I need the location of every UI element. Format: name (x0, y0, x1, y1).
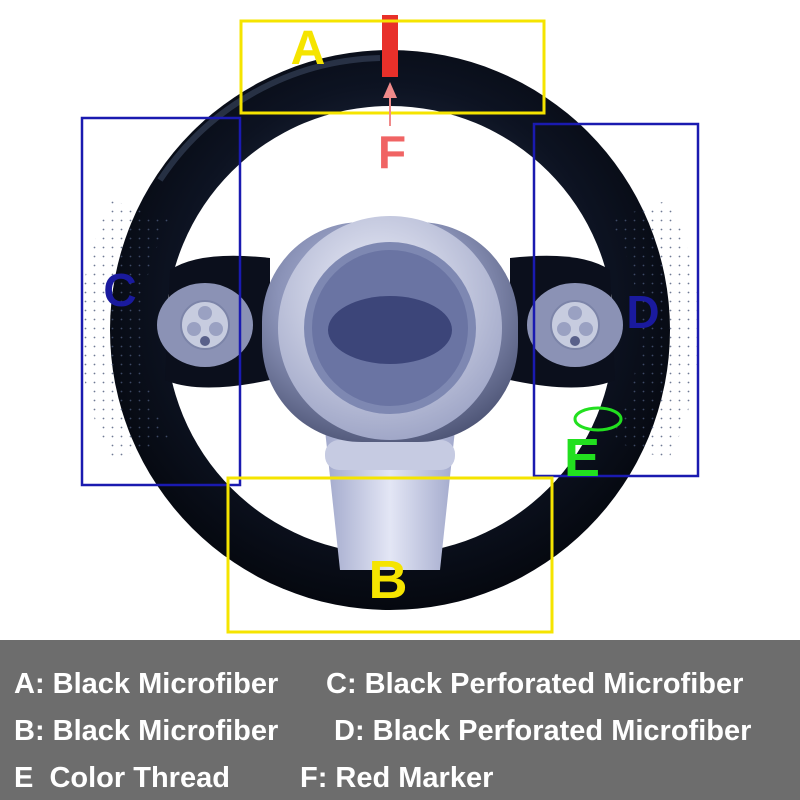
control-button-icon (198, 306, 212, 320)
legend-item-c: C: Black Perforated Microfiber (326, 668, 744, 700)
callout-ellipse-e (573, 406, 623, 432)
perforated-zone-right (610, 200, 701, 460)
callout-box-a (239, 19, 546, 115)
callout-letter-c: C (103, 264, 136, 316)
control-button-icon (557, 322, 571, 336)
control-button-icon (568, 306, 582, 320)
control-button-icon (209, 322, 223, 336)
right-control-cluster (550, 300, 600, 350)
marker-arrow-head-icon (383, 82, 397, 98)
control-button-icon (200, 336, 210, 346)
lower-spoke-collar (325, 440, 455, 470)
callout-letter-e: E (564, 428, 600, 488)
legend-item-b: B: Black Microfiber (14, 715, 279, 747)
steering-wheel-illustration: A F C D E B (79, 15, 701, 634)
emblem-icon (328, 296, 452, 364)
callout-letter-a: A (291, 22, 326, 75)
callout-letter-b: B (369, 550, 408, 610)
control-button-icon (570, 336, 580, 346)
rim-highlight (157, 55, 381, 182)
callout-box-d (532, 122, 700, 478)
left-control-cluster (180, 300, 230, 350)
material-legend: A: Black Microfiber C: Black Perforated … (0, 640, 800, 800)
legend-item-f: F: Red Marker (300, 762, 494, 794)
control-button-icon (579, 322, 593, 336)
legend-item-d: D: Black Perforated Microfiber (334, 715, 752, 747)
perforated-zone-left (79, 200, 170, 460)
callout-box-c (80, 116, 242, 487)
legend-item-e: E Color Thread (14, 762, 230, 794)
callout-letter-d: D (626, 286, 659, 338)
steering-wheel-scene: A F C D E B (79, 15, 701, 634)
control-button-icon (187, 322, 201, 336)
red-marker (382, 15, 398, 77)
callout-letter-f: F (378, 126, 406, 178)
callout-box-b (226, 476, 554, 634)
legend-item-a: A: Black Microfiber (14, 668, 279, 700)
